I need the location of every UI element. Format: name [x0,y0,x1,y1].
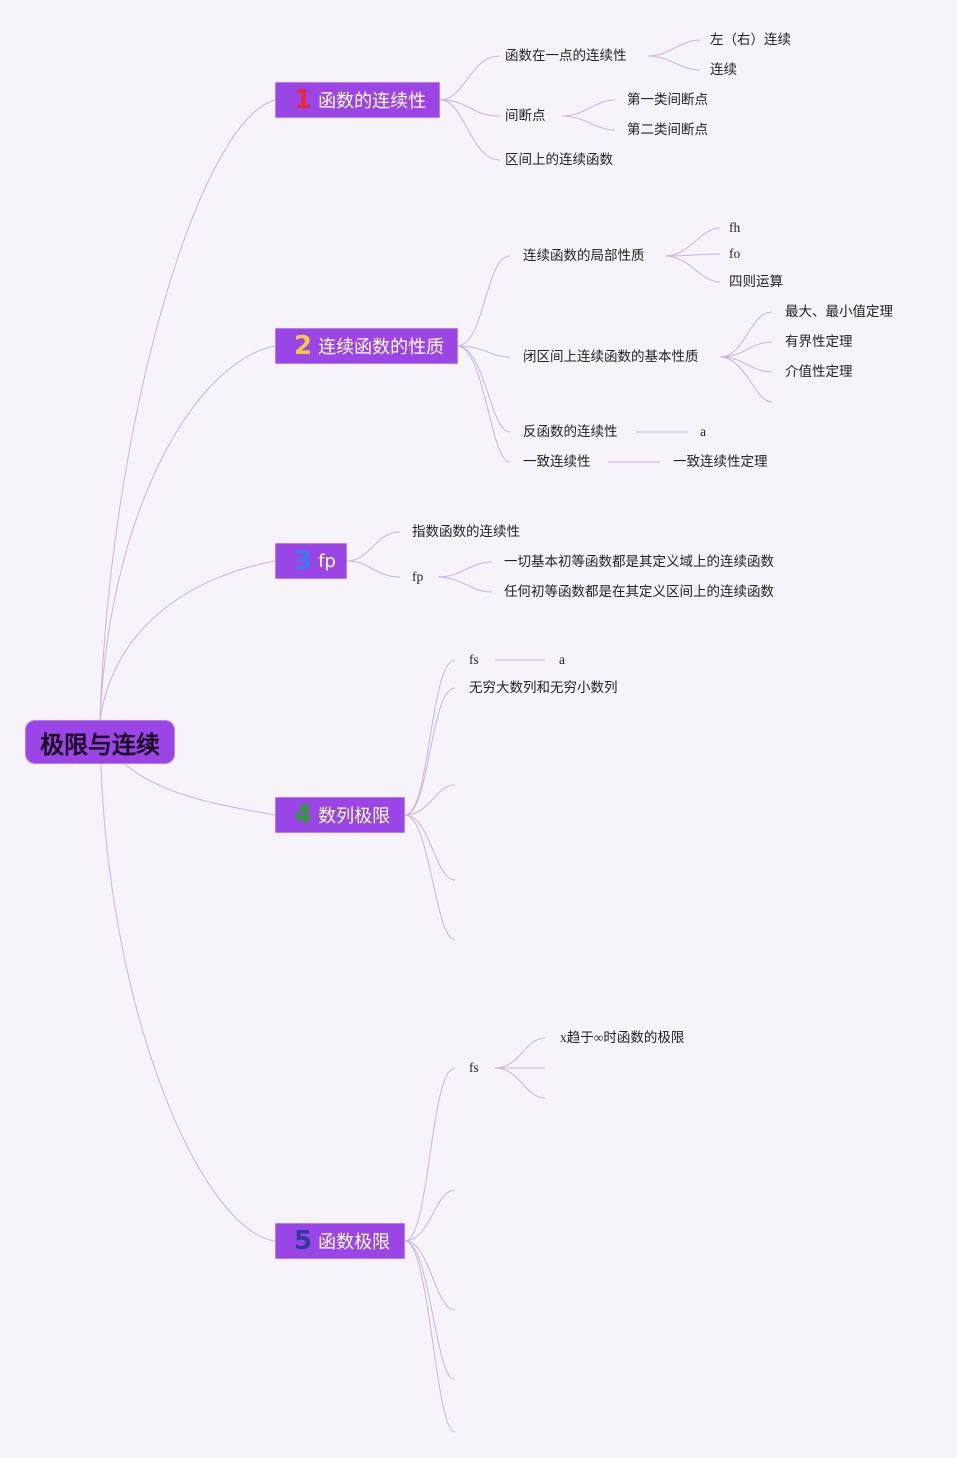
root-node[interactable]: 极限与连续 [25,720,175,764]
topic-number-3: 3 [294,546,313,576]
topic-label-3: fp [318,550,336,572]
topic-label-5: 函数极限 [318,1232,391,1253]
topic-number-4: 4 [294,800,313,830]
topic-number-5: 5 [294,1226,313,1256]
subtopic-3-2[interactable]: fp [412,569,424,584]
subtopic-4-1[interactable]: fs [469,652,479,667]
leaf-3-2-2[interactable]: 任何初等函数都是在其定义区间上的连续函数 [504,584,774,599]
topic-label-4: 数列极限 [318,806,391,827]
leaf-2-1-3[interactable]: 四则运算 [729,274,783,289]
leaf-1-1-2[interactable]: 连续 [710,62,737,77]
leaf-3-2-1[interactable]: 一切基本初等函数都是其定义域上的连续函数 [504,554,774,569]
subtopic-5-1[interactable]: fs [469,1060,479,1075]
subtopic-1-1[interactable]: 函数在一点的连续性 [505,48,627,63]
subtopic-1-3[interactable]: 区间上的连续函数 [505,152,613,167]
topic-number-2: 2 [294,331,313,361]
leaf-1-1-1[interactable]: 左（右）连续 [710,32,791,47]
leaf-2-1-1[interactable]: fh [729,220,741,235]
subtopic-2-4[interactable]: 一致连续性 [523,454,591,469]
topic-node-1[interactable]: 1 函数的连续性 [275,82,440,118]
topic-node-4[interactable]: 4 数列极限 [275,797,405,833]
subtopic-4-2[interactable]: 无穷大数列和无穷小数列 [469,680,618,695]
leaf-2-1-2[interactable]: fo [729,246,741,261]
root-label: 极限与连续 [40,730,160,759]
leaf-1-2-1[interactable]: 第一类间断点 [627,92,708,107]
leaf-5-1-1[interactable]: x趋于∞时函数的极限 [560,1030,685,1045]
leaf-2-2-3[interactable]: 介值性定理 [785,364,853,379]
subtopic-2-2[interactable]: 闭区间上连续函数的基本性质 [523,349,699,364]
leaf-2-4-1[interactable]: 一致连续性定理 [673,454,768,469]
leaf-1-2-2[interactable]: 第二类间断点 [627,122,708,137]
topic-label-2: 连续函数的性质 [318,337,445,358]
leaf-4-1-1[interactable]: a [559,652,565,667]
topic-node-5[interactable]: 5 函数极限 [275,1223,405,1259]
subtopic-2-1[interactable]: 连续函数的局部性质 [523,248,645,263]
leaf-2-2-1[interactable]: 最大、最小值定理 [785,304,893,319]
subtopic-1-2[interactable]: 间断点 [505,108,546,123]
subtopic-3-1[interactable]: 指数函数的连续性 [412,524,520,539]
subtopic-2-3[interactable]: 反函数的连续性 [523,424,618,439]
leaf-2-2-2[interactable]: 有界性定理 [785,334,853,349]
topic-node-2[interactable]: 2 连续函数的性质 [275,328,458,364]
leaf-2-3-1[interactable]: a [700,424,706,439]
topic-label-1: 函数的连续性 [318,91,427,112]
topic-number-1: 1 [294,85,313,115]
topic-node-3[interactable]: 3 fp [275,543,347,579]
